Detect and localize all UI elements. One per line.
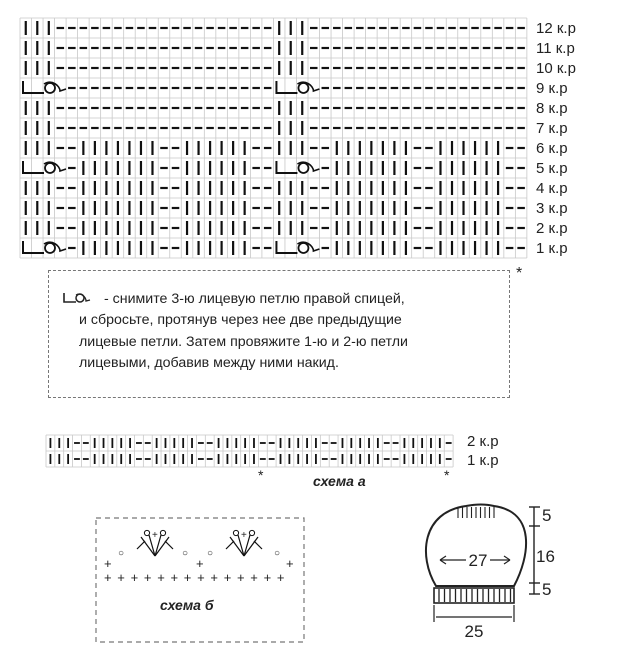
main-chart-row-label: 3 к.р [536,200,568,217]
single-crochet-plus: + [196,556,204,571]
main-chart-symbols [22,21,525,255]
chain-stitch-icon: ○ [274,548,280,559]
single-crochet-plus: + [286,556,294,571]
single-crochet-plus: + [250,570,258,585]
hat-brim [433,587,515,604]
main-chart-row-label: 4 к.р [536,180,568,197]
scheme-a-chart: 2 к.р 1 к.р * * схема а [45,433,499,489]
main-chart-grid [19,17,528,259]
main-chart-row-label: 9 к.р [536,80,568,97]
legend-line-2: и сбросьте, протянув через нее две преды… [79,312,402,329]
scheme-a-symbols [49,438,452,464]
main-chart-row-label: 6 к.р [536,140,568,157]
single-crochet-plus: + [224,570,232,585]
hat-top-ribbing [457,507,495,518]
scheme-a-asterisk-right: * [444,467,450,483]
scheme-b-title: схема б [160,597,214,613]
main-chart-asterisk: * [516,265,522,282]
scheme-b-fan-stitches: +○○+○○+++ [104,529,294,571]
main-chart-row-label: 10 к.р [536,60,576,77]
main-chart-row-labels: 12 к.р 11 к.р 10 к.р 9 к.р 8 к.р 7 к.р 6 к.р 5 … [536,20,576,257]
legend-text: - снимите 3-ю лицевую петлю правой спице… [62,289,507,374]
chain-stitch-icon: ○ [118,548,124,559]
fan-stitch-icon: + [225,529,263,557]
main-chart-row-label: 11 к.р [536,40,575,57]
main-chart-row-label: 1 к.р [536,240,568,257]
svg-text:+: + [241,530,247,541]
cross-stitch-icon [22,81,67,94]
scheme-a-asterisk-left: * [258,467,264,483]
main-chart-row-label: 7 к.р [536,120,568,137]
cross-stitch-icon [275,161,320,174]
single-crochet-plus: + [104,556,112,571]
legend-line-4: лицевыми, добавив между ними накид. [79,354,339,371]
svg-text:+: + [152,530,158,541]
single-crochet-plus: + [117,570,125,585]
scheme-a-title: схема а [313,473,366,489]
legend-line-3: лицевые петли. Затем провяжите 1-ю и 2-ю… [79,333,408,350]
scheme-b-chart: ++++++++++++++ +○○+○○+++ схема б [95,517,305,643]
scheme-a-row-label-1: 1 к.р [467,452,499,469]
scheme-a-grid [45,434,454,468]
single-crochet-plus: + [210,570,218,585]
single-crochet-plus: + [144,570,152,585]
single-crochet-plus: + [237,570,245,585]
legend-box [48,270,510,398]
single-crochet-plus: + [277,570,285,585]
hat-height-top: 5 [542,506,551,525]
hat-width-bottom: 25 [465,622,484,641]
main-chart-row-label: 8 к.р [536,100,568,117]
scheme-a-row-label-2: 2 к.р [467,433,499,450]
fan-stitch-icon: + [136,529,174,557]
single-crochet-plus: + [131,570,139,585]
cross-stitch-icon [22,161,67,174]
legend-line-1: - снимите 3-ю лицевую петлю правой спице… [104,291,405,307]
main-chart-row-label: 12 к.р [536,20,576,37]
main-chart-row-label: 5 к.р [536,160,568,177]
single-crochet-plus: + [197,570,205,585]
cross-stitch-icon [275,81,320,94]
hat-height-middle: 16 [536,547,555,566]
chain-stitch-icon: ○ [182,548,188,559]
scheme-b-single-crochet-row: + + + + + + + + + + + + + + [104,570,284,585]
chain-stitch-icon: ○ [207,548,213,559]
cross-stitch-icon [275,241,320,254]
single-crochet-plus: + [264,570,272,585]
hat-brim-ribbing [438,589,512,602]
single-crochet-plus: + [184,570,192,585]
single-crochet-plus: + [157,570,165,585]
main-chart-row-label: 2 к.р [536,220,568,237]
hat-schematic: 27 25 5 16 5 [425,503,555,641]
main-knitting-chart: 12 к.р 11 к.р 10 к.р 9 к.р 8 к.р 7 к.р 6 к.р 5 … [19,17,576,282]
hat-width-inner: 27 [469,551,488,570]
cross-stitch-symbol-icon [63,293,91,303]
single-crochet-plus: + [104,570,112,585]
single-crochet-plus: + [171,570,179,585]
hat-height-bottom: 5 [542,580,551,599]
cross-stitch-icon [22,241,67,254]
